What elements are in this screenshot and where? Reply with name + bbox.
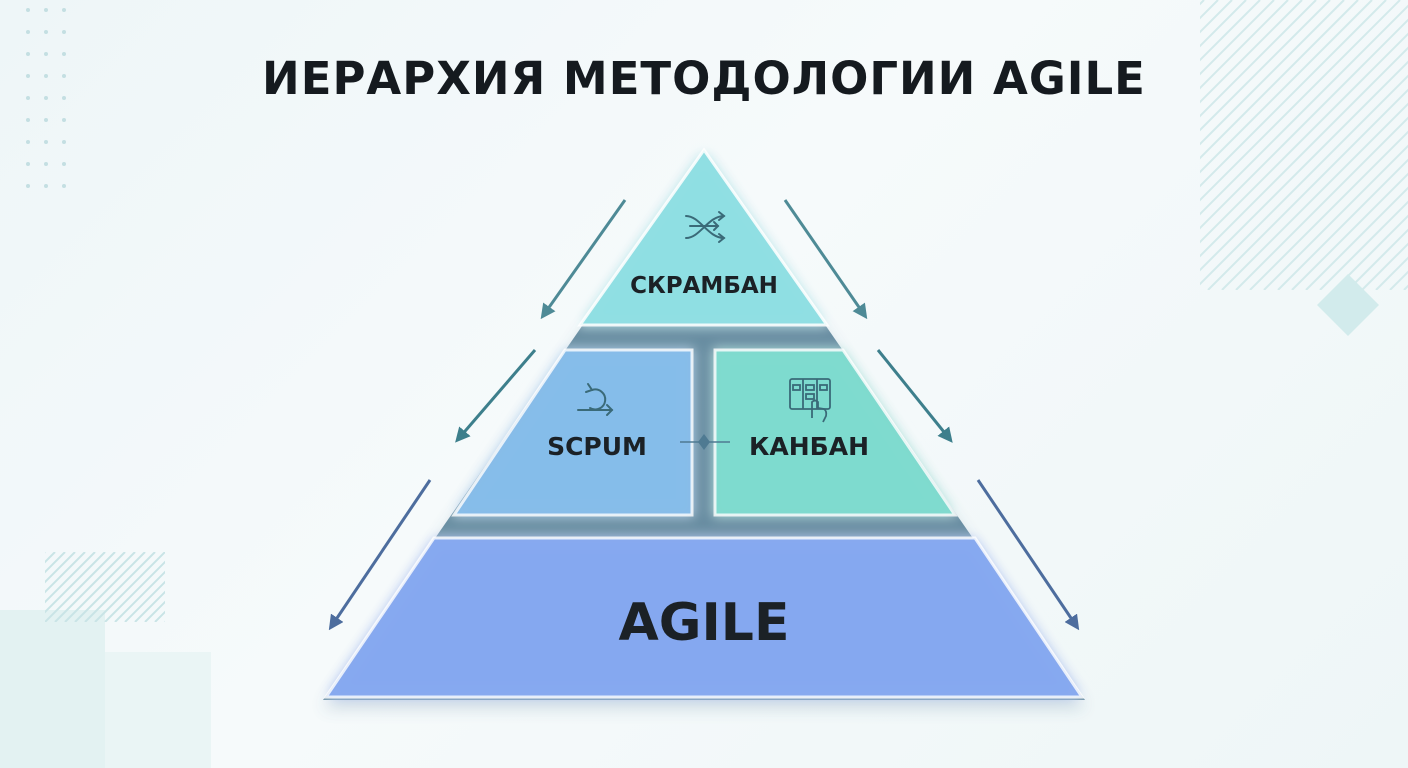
tier-base-label: AGILE xyxy=(619,593,790,653)
tier-top-label: СКРАМБАН xyxy=(630,273,778,299)
tier-top xyxy=(577,147,830,327)
square-decoration-left xyxy=(0,610,105,768)
diamond-decoration xyxy=(1317,274,1379,336)
page-title: ИЕРАРХИЯ МЕТОДОЛОГИИ AGILE xyxy=(262,52,1146,105)
middle-connector xyxy=(680,434,730,450)
tier-middle-right-label: КАНБАН xyxy=(749,432,869,461)
tier-middle-left xyxy=(451,348,694,517)
merge-arrows-icon xyxy=(685,211,726,243)
arrows-right xyxy=(783,199,1080,631)
tier-middle-left-label: SCPUM xyxy=(547,432,647,461)
dot-grid-decoration xyxy=(26,8,66,188)
tier-middle-right xyxy=(713,348,958,517)
hatch-decoration-bottom-left xyxy=(45,552,165,622)
iteration-cycle-icon xyxy=(577,383,614,416)
tier-base xyxy=(323,536,1085,699)
hatch-decoration-top-right xyxy=(1200,0,1408,290)
kanban-board-icon xyxy=(789,378,831,423)
square-decoration-left-2 xyxy=(105,652,211,768)
arrows-left xyxy=(328,199,627,631)
